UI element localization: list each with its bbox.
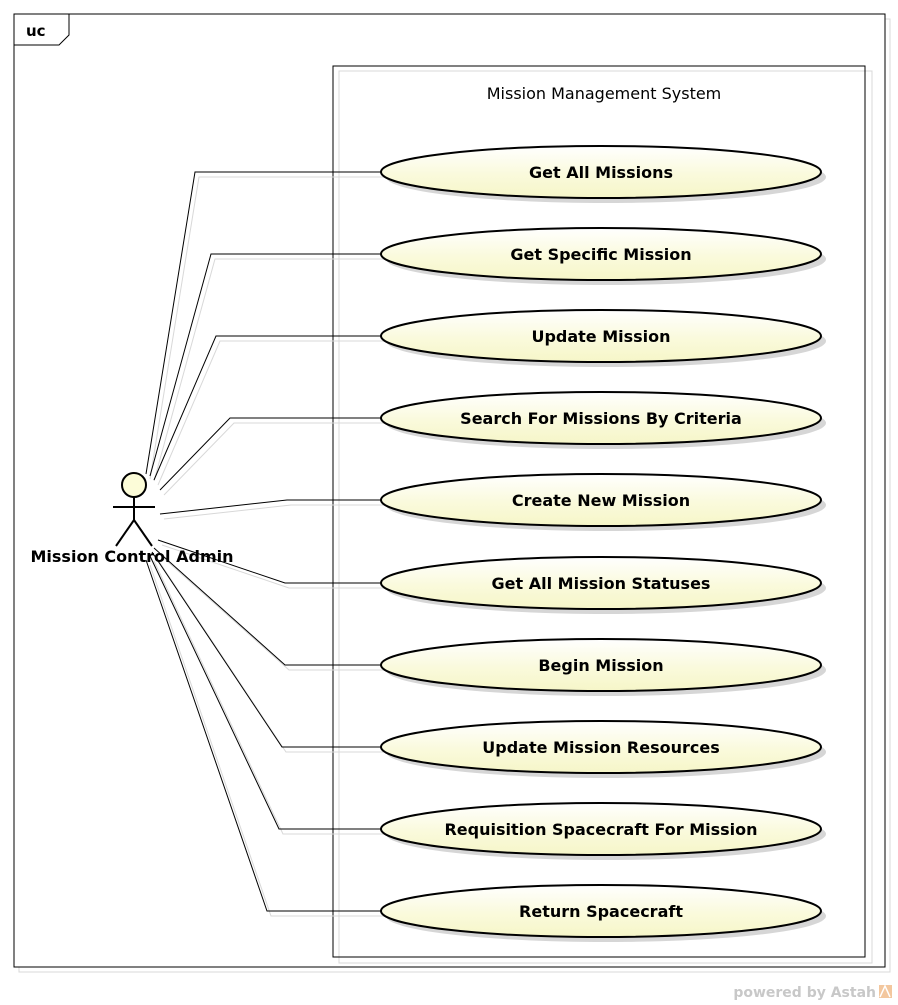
use-case-ellipse (380, 391, 822, 445)
use-case-label: Get Specific Mission (510, 245, 691, 264)
use-case: Begin Mission (380, 638, 826, 696)
use-case: Search For Missions By Criteria (380, 391, 826, 449)
association-line (153, 335, 381, 481)
actor-name: Mission Control Admin (31, 547, 234, 566)
astah-logo-icon (879, 984, 892, 998)
association-shadow (157, 340, 385, 486)
use-case-label: Requisition Spacecraft For Mission (444, 820, 757, 839)
use-case-ellipse (380, 884, 822, 938)
footer: powered by Astah (733, 984, 892, 1001)
system-boundary: Mission Management System (332, 65, 873, 964)
use-case-label: Update Mission (531, 327, 670, 346)
use-case-label: Return Spacecraft (519, 902, 683, 921)
frame-tag: uc (26, 22, 46, 40)
use-case: Get Specific Mission (380, 227, 826, 285)
use-case-label: Get All Missions (529, 163, 673, 182)
use-case: Return Spacecraft (380, 884, 826, 942)
association-line (159, 499, 381, 515)
use-case: Create New Mission (380, 473, 826, 531)
use-case-label: Search For Missions By Criteria (460, 409, 742, 428)
association-shadow (163, 422, 385, 496)
use-case-label: Update Mission Resources (482, 738, 719, 757)
association-shadow (153, 560, 385, 835)
association-line (149, 253, 381, 477)
association-shadow (149, 176, 385, 480)
use-case: Update Mission (380, 309, 826, 367)
association-line (149, 555, 381, 830)
association-line (157, 539, 381, 584)
use-case-ellipse (380, 227, 822, 281)
association-line (145, 171, 381, 475)
use-case-ellipse (380, 556, 822, 610)
use-case: Get All Mission Statuses (380, 556, 826, 614)
use-case-ellipse (380, 720, 822, 774)
association-shadow (149, 564, 385, 917)
association-line (159, 417, 381, 491)
associations (145, 171, 385, 917)
use-case-ellipse (380, 802, 822, 856)
association-shadow (155, 556, 385, 753)
actor: Mission Control Admin (31, 472, 234, 566)
association-line (153, 547, 381, 666)
use-case-ellipse (380, 473, 822, 527)
association-shadow (157, 552, 385, 671)
use-case: Get All Missions (380, 145, 826, 203)
actor-stick-figure-icon (113, 472, 155, 547)
association-line (145, 559, 381, 912)
use-case: Requisition Spacecraft For Mission (380, 802, 826, 860)
use-case-label: Begin Mission (538, 656, 663, 675)
system-title: Mission Management System (487, 84, 722, 103)
use-case-ellipse (380, 145, 822, 199)
association-shadow (161, 544, 385, 589)
use-case-ellipse (380, 309, 822, 363)
association-line (151, 551, 381, 748)
use-case-label: Get All Mission Statuses (492, 574, 711, 593)
powered-by-text: powered by Astah (733, 985, 876, 1001)
association-shadow (163, 504, 385, 520)
use-case-label: Create New Mission (512, 491, 690, 510)
association-shadow (153, 258, 385, 482)
use-case: Update Mission Resources (380, 720, 826, 778)
use-case-ellipse (380, 638, 822, 692)
